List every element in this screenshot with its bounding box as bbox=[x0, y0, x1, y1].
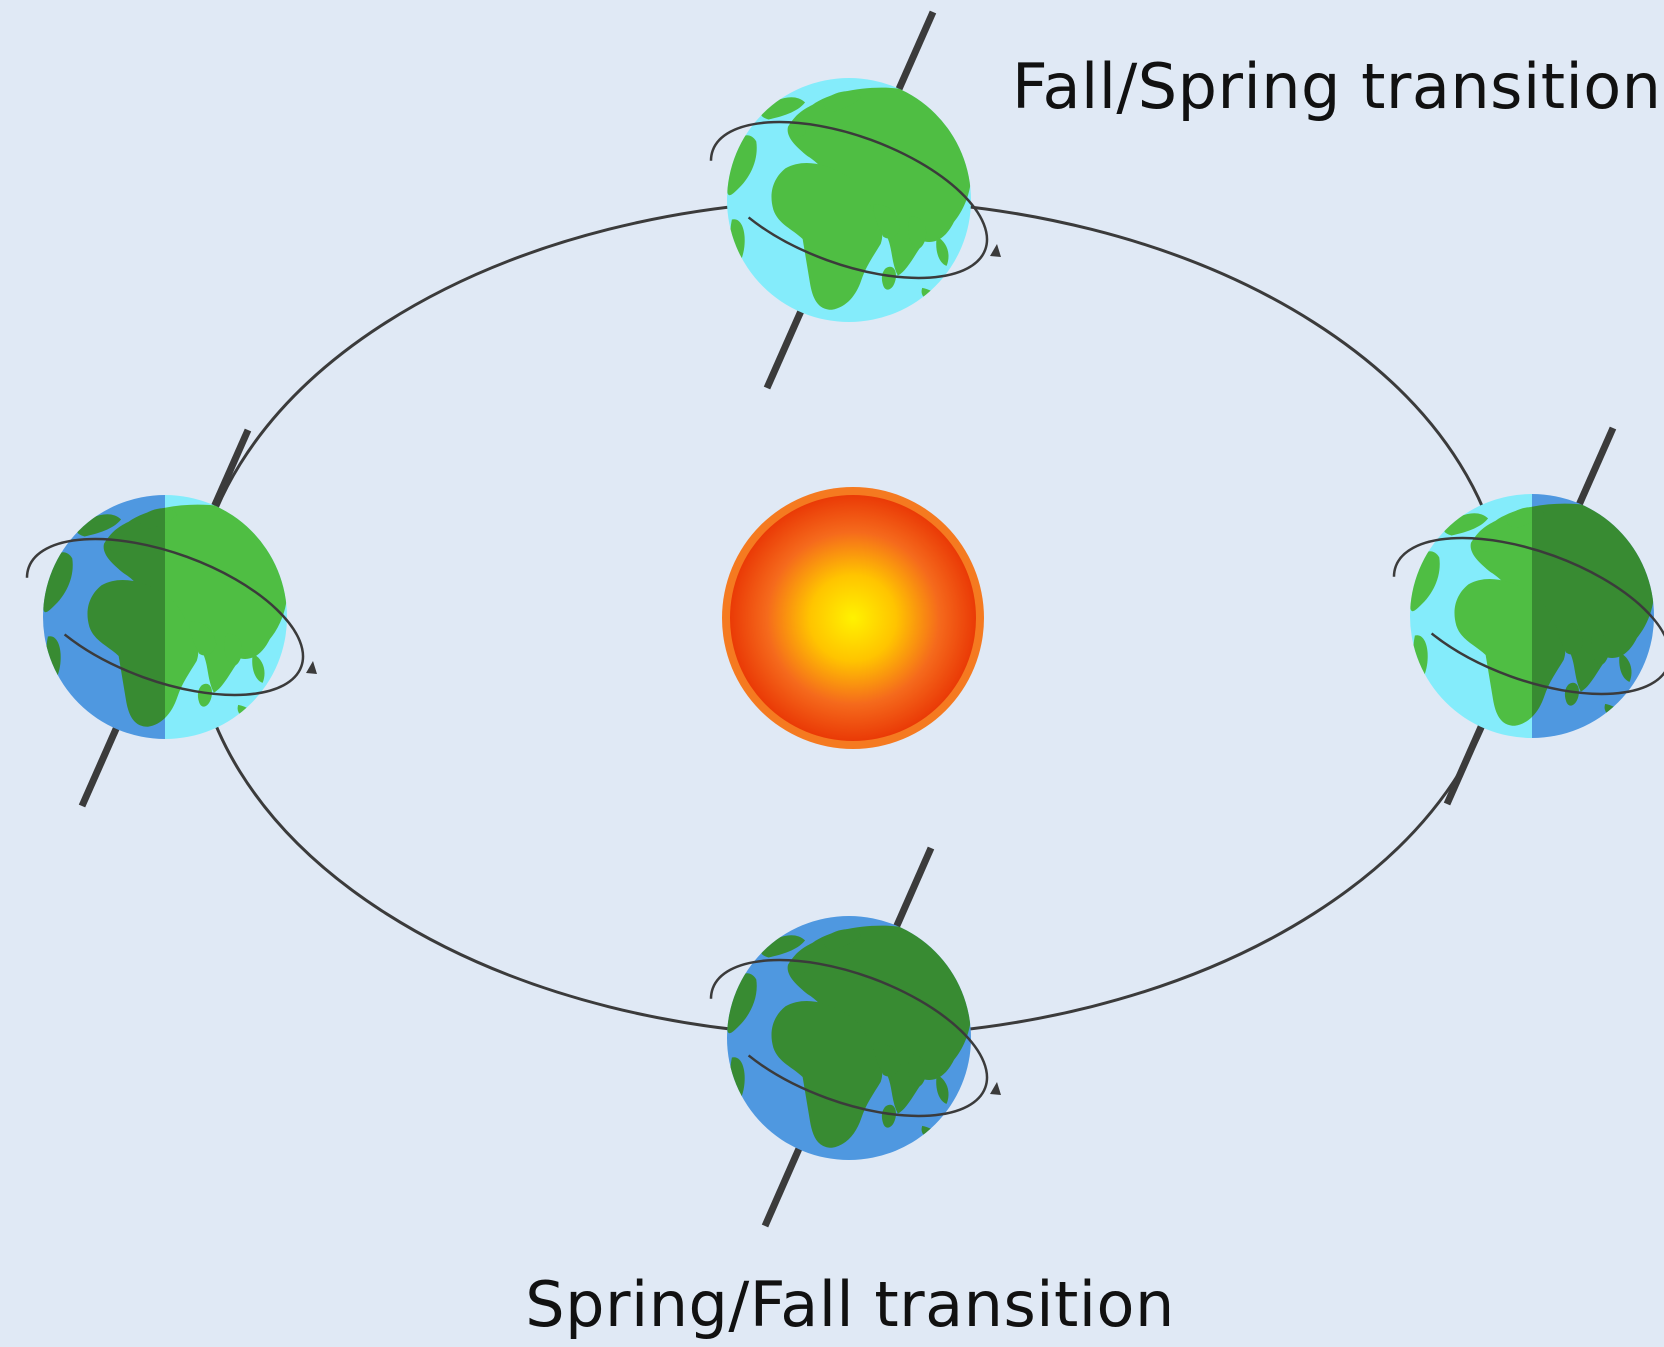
rotation-arrow bbox=[709, 958, 1001, 1118]
rotation-arrow bbox=[709, 120, 1001, 280]
label-fall-spring-transition: Fall/Spring transition bbox=[1012, 50, 1662, 123]
rotation-arrow bbox=[1392, 536, 1664, 696]
earth-top bbox=[709, 10, 1001, 390]
earth-bottom bbox=[709, 846, 1001, 1228]
label-spring-fall-transition-wrap: Spring/Fall transition bbox=[0, 1268, 1664, 1341]
rotation-arrow bbox=[25, 537, 317, 697]
earth-right bbox=[1392, 426, 1664, 806]
sun bbox=[722, 487, 984, 749]
label-spring-fall-transition: Spring/Fall transition bbox=[525, 1268, 1175, 1341]
earth-left bbox=[25, 428, 317, 808]
